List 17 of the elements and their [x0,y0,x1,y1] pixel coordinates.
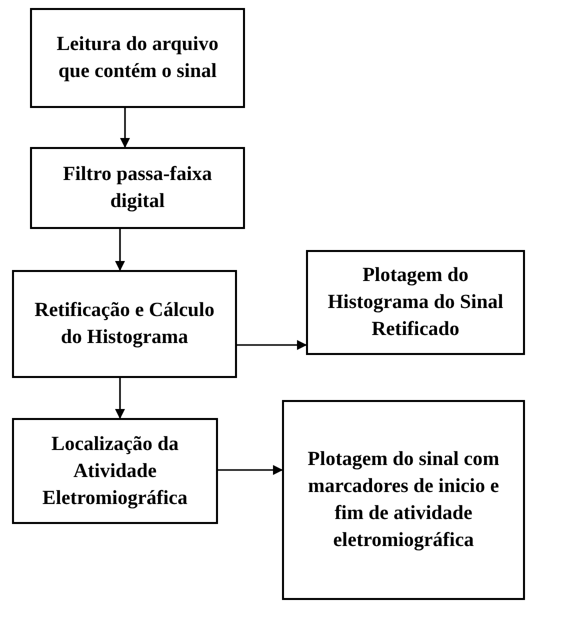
process-box [282,400,525,600]
arrow [218,465,283,475]
box-text: Plotagem do sinal com marcadores de inicio e fim de atividade eletromiográfica [306,447,500,553]
arrow [115,378,125,419]
box-text: Plotagem do Histograma do Sinal Retificado [326,263,504,342]
arrow [237,340,307,350]
arrow [115,229,125,271]
process-box [30,147,245,229]
box-text: Leitura do arquivo que contém o sinal [56,32,220,84]
box-text: Localização da Atividade Eletromiográfica [41,432,189,510]
process-box [306,250,525,355]
box-text: Filtro passa-faixa digital [62,162,214,214]
process-box [30,8,245,108]
process-box [12,418,218,524]
process-box [12,270,237,378]
box-text: Retificação e Cálculo do Histograma [34,298,216,350]
arrow [120,108,130,148]
